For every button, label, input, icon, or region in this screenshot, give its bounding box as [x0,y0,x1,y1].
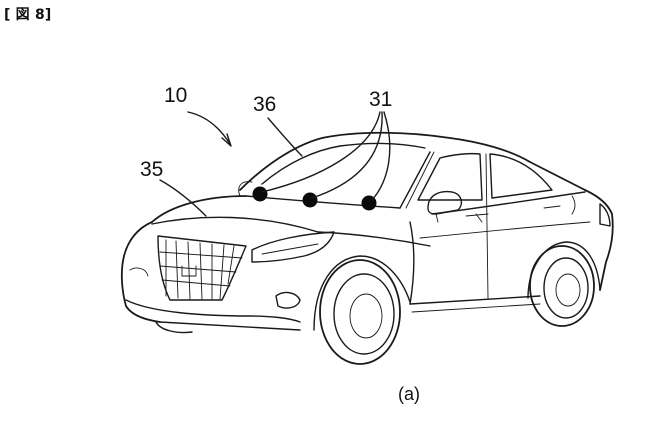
front-fender [317,231,431,247]
arrowhead-10 [221,133,232,147]
front-fascia [120,221,161,323]
side-mirror [427,190,463,215]
car-illustration [120,131,614,365]
ref-numeral-10: 10 [164,84,187,107]
sensor-dot-left [252,186,268,202]
leader-31-c [371,111,391,201]
leader-31-a [261,111,381,193]
front-grille [157,235,247,301]
sensor-dot-center [302,192,318,208]
front-wheel [319,259,401,365]
front-wheel-arch [313,255,411,331]
leader-35 [159,179,207,217]
windshield-top [261,142,426,185]
rear-end [584,189,614,291]
rear-side-window [489,153,553,199]
leader-36 [267,117,303,157]
rear-wheel-arch [527,241,601,299]
figure-header: [ 図 8] [4,7,52,23]
hood-outline [151,195,247,223]
tail-light [599,203,611,227]
ref-numeral-36: 36 [253,93,276,116]
rear-wheel [529,245,595,327]
hood-crease [151,216,319,233]
headlight [251,231,335,263]
a-pillar [399,151,431,209]
lower-bumper [125,299,301,323]
leader-10 [187,111,231,145]
fog-light [275,291,301,309]
leader-lines [159,111,391,217]
figure-caption: (a) [398,384,420,404]
roof-outline [239,131,586,191]
rocker-panel [409,295,541,305]
sensor-markers [252,186,377,211]
front-side-window [417,152,483,201]
leader-31-b [311,111,383,199]
windshield-base [245,195,401,209]
ref-numeral-35: 35 [140,158,163,181]
ref-numeral-31: 31 [369,88,392,111]
near-front-tire [155,321,193,334]
belt-line [431,191,586,215]
front-door [409,221,415,305]
